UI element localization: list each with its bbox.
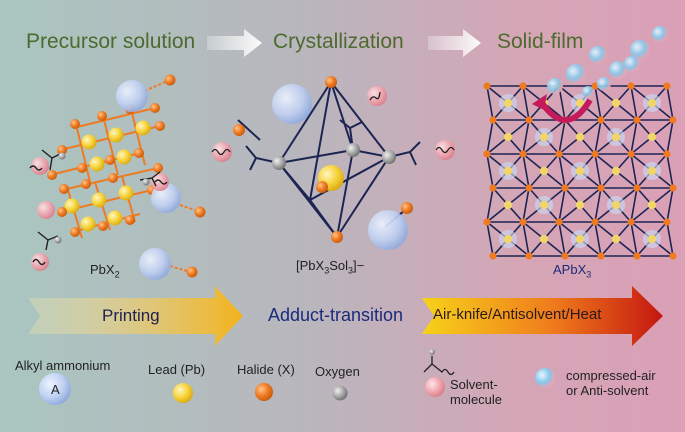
legend-oxygen-icon xyxy=(332,385,348,401)
pbx2-chain-cluster xyxy=(29,74,206,280)
legend-ammonium-symbol: A xyxy=(51,382,60,397)
legend-solvent: Solvent-molecule xyxy=(450,377,503,407)
legend-air-icon xyxy=(535,368,555,388)
legend-oxygen: Oxygen xyxy=(315,364,360,379)
process-post-treatment: Air-knife/Antisolvent/Heat xyxy=(433,306,602,323)
legend-lead-icon xyxy=(173,383,193,403)
label-apbx3: APbX3 xyxy=(553,262,592,280)
stage-arrow-1 xyxy=(207,29,262,57)
legend-ammonium-icon xyxy=(39,373,71,405)
adduct-octahedron xyxy=(211,76,455,250)
post-treatment-arrow xyxy=(422,286,663,346)
legend-alkyl-ammonium: Alkyl ammonium xyxy=(15,358,111,373)
legend-symbols xyxy=(39,349,555,405)
legend-halide-icon xyxy=(255,383,273,401)
apbx3-lattice xyxy=(483,82,677,260)
air-droplets xyxy=(547,26,668,98)
printing-arrow xyxy=(28,286,243,346)
legend-lead: Lead (Pb) xyxy=(148,362,206,377)
stage-title-solid-film: Solid-film xyxy=(497,30,584,53)
label-adduct: [PbX3Sol3]− xyxy=(296,258,365,276)
label-pbx2: PbX2 xyxy=(90,262,120,280)
legend-solvent-icon xyxy=(425,377,445,397)
process-printing: Printing xyxy=(102,306,160,325)
stage-title-crystallization: Crystallization xyxy=(273,30,404,53)
stage-title-precursor: Precursor solution xyxy=(26,30,196,53)
stage-arrow-2 xyxy=(428,29,481,57)
process-adduct-transition: Adduct-transition xyxy=(268,305,404,325)
legend-halide: Halide (X) xyxy=(237,362,295,377)
rotation-arrow xyxy=(532,94,593,123)
